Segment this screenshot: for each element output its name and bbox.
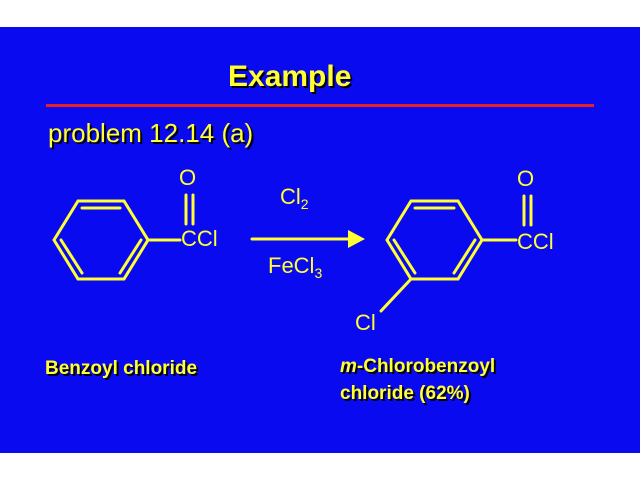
reagent-iron-chloride: FeCl3: [268, 253, 323, 281]
product-carbonyl-oxygen: O: [517, 166, 535, 191]
reagent-chlorine: Cl2: [280, 184, 309, 212]
slide-title: Example: [228, 60, 352, 93]
reactant-benzene-ring: [52, 199, 150, 281]
product-name-line-2: chloride (62%): [340, 383, 470, 404]
reactant-name: Benzoyl chloride: [45, 358, 198, 379]
problem-label: problem 12.14 (a): [48, 118, 254, 148]
product-ring-chlorine: Cl: [355, 310, 376, 335]
title-divider: [46, 104, 594, 107]
reaction-arrowhead: [348, 230, 365, 248]
product-name-line-1: m-Chlorobenzoyl: [340, 356, 496, 377]
product-carbonyl-double-bond: [522, 194, 533, 227]
reactant-carbonyl-double-bond: [184, 193, 195, 226]
product-acyl-chloride-label: CCl: [517, 229, 554, 254]
reactant-acyl-chloride-label: CCl: [181, 226, 218, 251]
reactant-carbonyl-oxygen: O: [179, 165, 197, 190]
product-ring-to-chlorine-bond: [379, 277, 413, 313]
product-benzene-ring: [385, 199, 484, 281]
